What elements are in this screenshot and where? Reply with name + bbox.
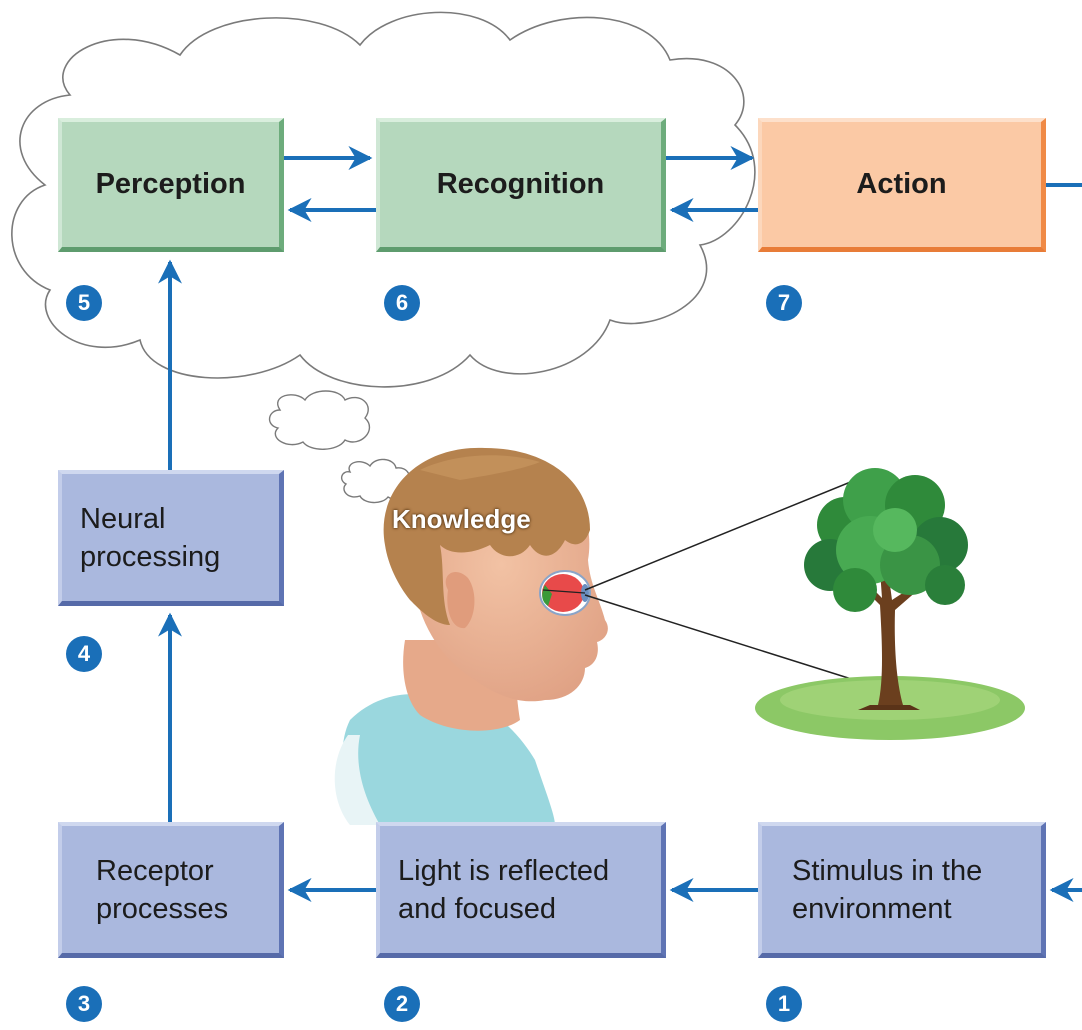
receptor-processes-box: Receptor processes: [58, 822, 284, 958]
receptor-processes-label: Receptor processes: [96, 854, 229, 925]
eye-line: [542, 589, 586, 594]
recognition-label: Recognition: [436, 168, 605, 200]
light-reflected-label: Light is reflected and focused: [398, 854, 610, 925]
perception-box: Perception: [58, 118, 284, 252]
light-reflected-box: Light is reflected and focused: [376, 822, 666, 958]
sight-line-bottom: [584, 594, 881, 689]
action-label: Action: [856, 168, 947, 200]
action-box: Action: [758, 118, 1046, 252]
knowledge-label: Knowledge: [392, 504, 531, 534]
stimulus-label: Stimulus in the environment: [792, 854, 983, 925]
step-badge-4: 4: [66, 636, 102, 672]
stimulus-box: Stimulus in the environment: [758, 822, 1046, 958]
step-badge-6: 6: [384, 285, 420, 321]
step-badge-1: 1: [766, 986, 802, 1022]
step-badge-7: 7: [766, 285, 802, 321]
perception-label: Perception: [95, 168, 246, 200]
person-illustration: [334, 447, 608, 825]
neural-processing-label: Neural processing: [80, 502, 221, 573]
thought-bubble-large: [268, 390, 371, 450]
neural-processing-box: Neural processing: [58, 470, 284, 606]
sight-line-top: [584, 469, 881, 591]
step-badge-2: 2: [384, 986, 420, 1022]
recognition-box: Recognition: [376, 118, 666, 252]
tree-illustration: [755, 468, 1025, 740]
step-badge-5: 5: [66, 285, 102, 321]
step-badge-3: 3: [66, 986, 102, 1022]
